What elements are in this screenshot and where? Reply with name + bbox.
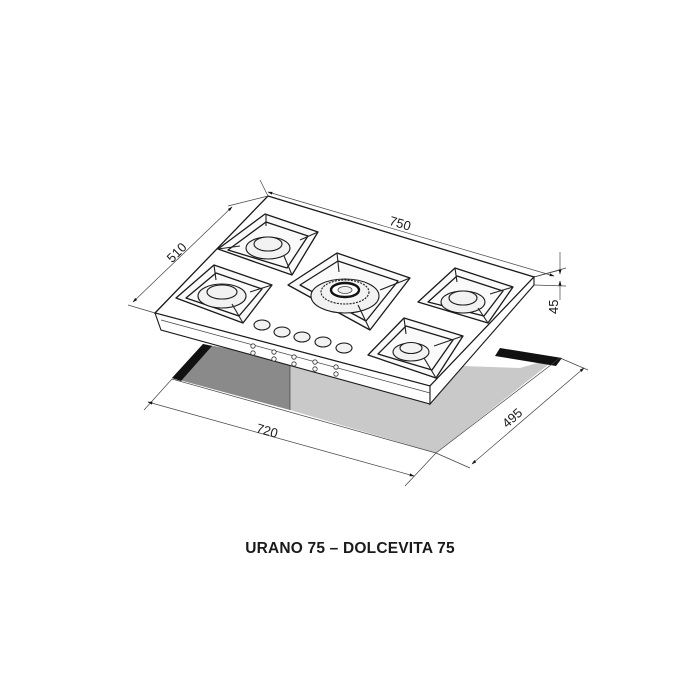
dim-45-label: 45	[546, 300, 561, 314]
dim-720-label: 720	[255, 420, 280, 440]
control-knobs	[253, 319, 353, 354]
burner-back-right	[417, 267, 514, 324]
dim-510-label: 510	[164, 239, 190, 265]
burner-front-right	[367, 317, 464, 379]
dimension-hob-height: 45	[533, 252, 567, 314]
dimension-cutout-width: 720	[143, 378, 437, 487]
dim-495-label: 495	[499, 405, 525, 431]
dim-750-label: 750	[388, 213, 413, 234]
knob-spindles	[250, 343, 339, 377]
model-caption: URANO 75 – DOLCEVITA 75	[245, 540, 455, 557]
